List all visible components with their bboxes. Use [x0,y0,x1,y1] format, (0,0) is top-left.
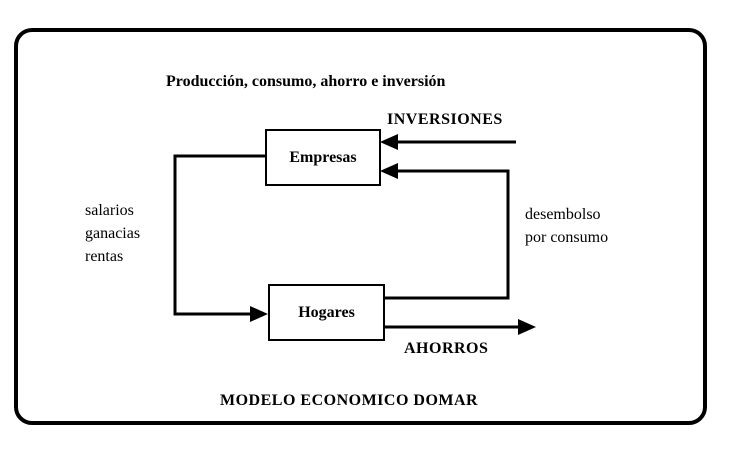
income-label-salarios: salarios [85,202,134,219]
empresas-node: Empresas [265,129,381,186]
consumption-flow-arrowhead [380,163,398,179]
consumption-label-desembolso: desembolso [525,206,601,223]
ahorros-label: AHORROS [404,340,489,357]
income-label-ganacias: ganacias [85,225,141,242]
diagram-frame [14,28,707,425]
consumption-flow-line [385,169,510,300]
savings-flow-arrowhead [518,319,536,335]
diagram-title: Producción, consumo, ahorro e inversión [166,73,446,90]
income-label-rentas: rentas [85,248,124,265]
income-flow-arrowhead [250,306,268,322]
empresas-label: Empresas [289,148,357,166]
income-flow-line [173,154,266,316]
inversiones-label: INVERSIONES [387,111,503,128]
hogares-node: Hogares [268,284,385,341]
diagram-caption: MODELO ECONOMICO DOMAR [220,392,479,409]
investment-flow-arrowhead [380,134,398,150]
hogares-label: Hogares [298,303,355,321]
consumption-label-por-consumo: por consumo [525,229,609,246]
